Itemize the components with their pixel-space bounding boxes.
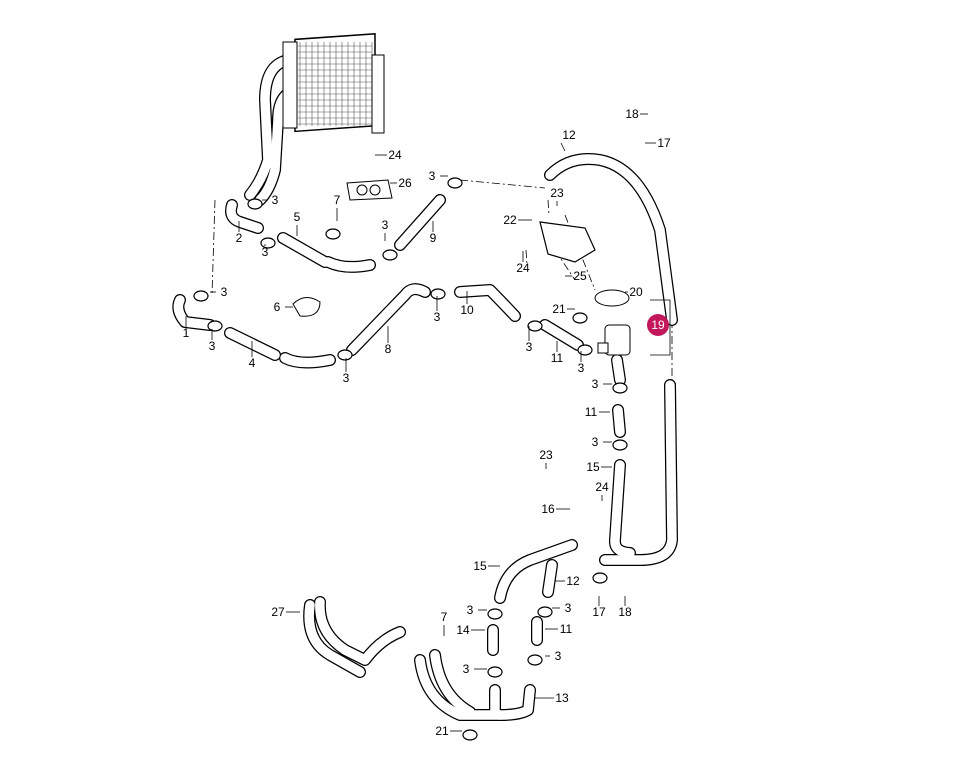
hose-clamp bbox=[193, 290, 209, 302]
callout-7: 7 bbox=[334, 193, 341, 207]
callout-16: 16 bbox=[541, 502, 555, 516]
callout-24: 24 bbox=[595, 480, 609, 494]
grommet-6 bbox=[292, 297, 321, 317]
callout-3: 3 bbox=[262, 245, 269, 259]
leader-lines bbox=[185, 113, 671, 732]
hose-clamp bbox=[337, 349, 353, 361]
callout-20: 20 bbox=[629, 285, 643, 299]
hose-clamp bbox=[537, 606, 553, 618]
callout-3: 3 bbox=[555, 649, 562, 663]
callout-6: 6 bbox=[274, 300, 281, 314]
callout-19[interactable]: 19 bbox=[651, 318, 665, 332]
hose-clamp bbox=[260, 237, 276, 249]
hose-clamp bbox=[462, 729, 478, 741]
callout-11: 11 bbox=[585, 405, 598, 419]
callout-8: 8 bbox=[385, 342, 392, 356]
hose-clamp bbox=[430, 288, 446, 300]
callout-3: 3 bbox=[592, 435, 599, 449]
callout-3: 3 bbox=[221, 285, 228, 299]
callout-3: 3 bbox=[434, 310, 441, 324]
callout-9: 9 bbox=[430, 231, 437, 245]
callout-22: 22 bbox=[503, 213, 517, 227]
callout-2: 2 bbox=[236, 231, 243, 245]
pump-20 bbox=[594, 289, 631, 356]
hose-clamp bbox=[572, 312, 588, 324]
hoses bbox=[172, 54, 678, 721]
callout-4: 4 bbox=[249, 356, 256, 370]
callout-3: 3 bbox=[343, 371, 350, 385]
callout-11: 11 bbox=[551, 351, 564, 365]
callout-10: 10 bbox=[460, 303, 474, 317]
callout-23: 23 bbox=[539, 448, 553, 462]
clamps bbox=[193, 177, 628, 741]
hose-clamp bbox=[527, 320, 543, 332]
callout-23: 23 bbox=[550, 186, 564, 200]
gasket-26 bbox=[346, 179, 393, 201]
callout-18: 18 bbox=[618, 605, 632, 619]
hose-clamp bbox=[447, 177, 463, 189]
callout-3: 3 bbox=[565, 601, 572, 615]
callout-24: 24 bbox=[516, 261, 530, 275]
hose-clamp bbox=[325, 228, 341, 240]
callout-3: 3 bbox=[463, 662, 470, 676]
callout-17: 17 bbox=[657, 136, 671, 150]
hose-clamp bbox=[527, 654, 543, 666]
radiator bbox=[282, 32, 385, 134]
hose-clamp bbox=[487, 666, 503, 678]
callout-26: 26 bbox=[398, 176, 412, 190]
callout-5: 5 bbox=[294, 210, 301, 224]
callout-21: 21 bbox=[552, 302, 566, 316]
callout-15: 15 bbox=[586, 460, 600, 474]
callout-3: 3 bbox=[592, 377, 599, 391]
hose-clamp bbox=[612, 382, 628, 394]
bracket-22 bbox=[539, 221, 596, 263]
hose-clamp bbox=[577, 344, 593, 356]
callout-12: 12 bbox=[566, 574, 580, 588]
hose-clamp bbox=[612, 439, 628, 451]
callout-11: 11 bbox=[560, 622, 573, 636]
hose-clamp bbox=[487, 608, 503, 620]
callout-15: 15 bbox=[473, 559, 487, 573]
callout-3: 3 bbox=[382, 218, 389, 232]
callout-18: 18 bbox=[625, 107, 639, 121]
callout-13: 13 bbox=[555, 691, 569, 705]
callout-3: 3 bbox=[578, 361, 585, 375]
callout-3: 3 bbox=[272, 193, 279, 207]
callout-3: 3 bbox=[467, 603, 474, 617]
callout-12: 12 bbox=[562, 128, 576, 142]
hose-clamp bbox=[247, 198, 263, 210]
callout-7: 7 bbox=[441, 610, 448, 624]
callout-27: 27 bbox=[271, 605, 285, 619]
hose-clamp bbox=[207, 320, 223, 332]
callout-24: 24 bbox=[388, 148, 402, 162]
callout-3: 3 bbox=[209, 339, 216, 353]
highlight-marker[interactable] bbox=[647, 314, 669, 336]
hose-clamp bbox=[592, 572, 608, 584]
callout-14: 14 bbox=[456, 623, 470, 637]
callout-21: 21 bbox=[435, 724, 449, 738]
callout-1: 1 bbox=[183, 326, 190, 340]
callout-17: 17 bbox=[592, 605, 606, 619]
callout-25: 25 bbox=[573, 269, 587, 283]
callout-3: 3 bbox=[526, 340, 533, 354]
callout-3: 3 bbox=[429, 169, 436, 183]
hose-clamp bbox=[382, 249, 398, 261]
